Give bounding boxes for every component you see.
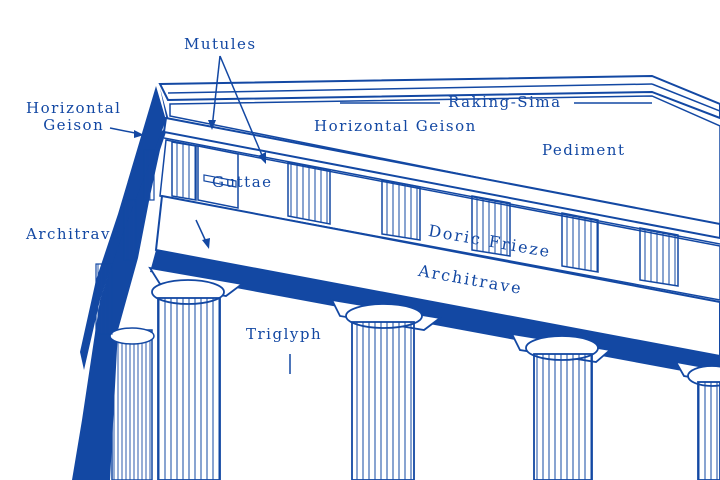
triglyph-group <box>171 141 679 287</box>
triglyph <box>561 212 599 273</box>
triglyph <box>471 195 511 257</box>
pediment-roof <box>158 74 720 120</box>
label-horizontal-geison: Horizontal Geison <box>314 117 477 135</box>
label-horizontal-geison-left: Horizontal Geison <box>26 99 122 134</box>
architrave-band <box>154 194 720 358</box>
label-pediment: Pediment <box>542 141 626 159</box>
triglyph <box>171 141 197 201</box>
mutules-row <box>203 174 237 188</box>
triglyph <box>287 161 331 225</box>
side-colonnade <box>95 149 155 480</box>
triglyph <box>639 227 679 287</box>
mutules-leader-b <box>219 55 265 161</box>
label-mutules: Mutules <box>184 35 257 53</box>
raking-sima-line-2 <box>651 83 720 112</box>
raking-sima-line <box>167 83 653 94</box>
front-columns <box>148 266 720 480</box>
label-guttae: Guttae <box>212 173 273 191</box>
pediment-tympanum <box>169 95 720 227</box>
horizontal-geison-band <box>162 116 720 240</box>
leader-arrowheads <box>134 120 266 249</box>
label-triglyph: Triglyph <box>246 325 323 343</box>
label-raking-sima: Raking-Sima <box>448 93 562 111</box>
label-architrave-left: Architrave <box>26 225 122 243</box>
mutules-leader-a <box>211 55 221 129</box>
triglyph <box>381 179 421 241</box>
geison-underline <box>163 137 720 245</box>
